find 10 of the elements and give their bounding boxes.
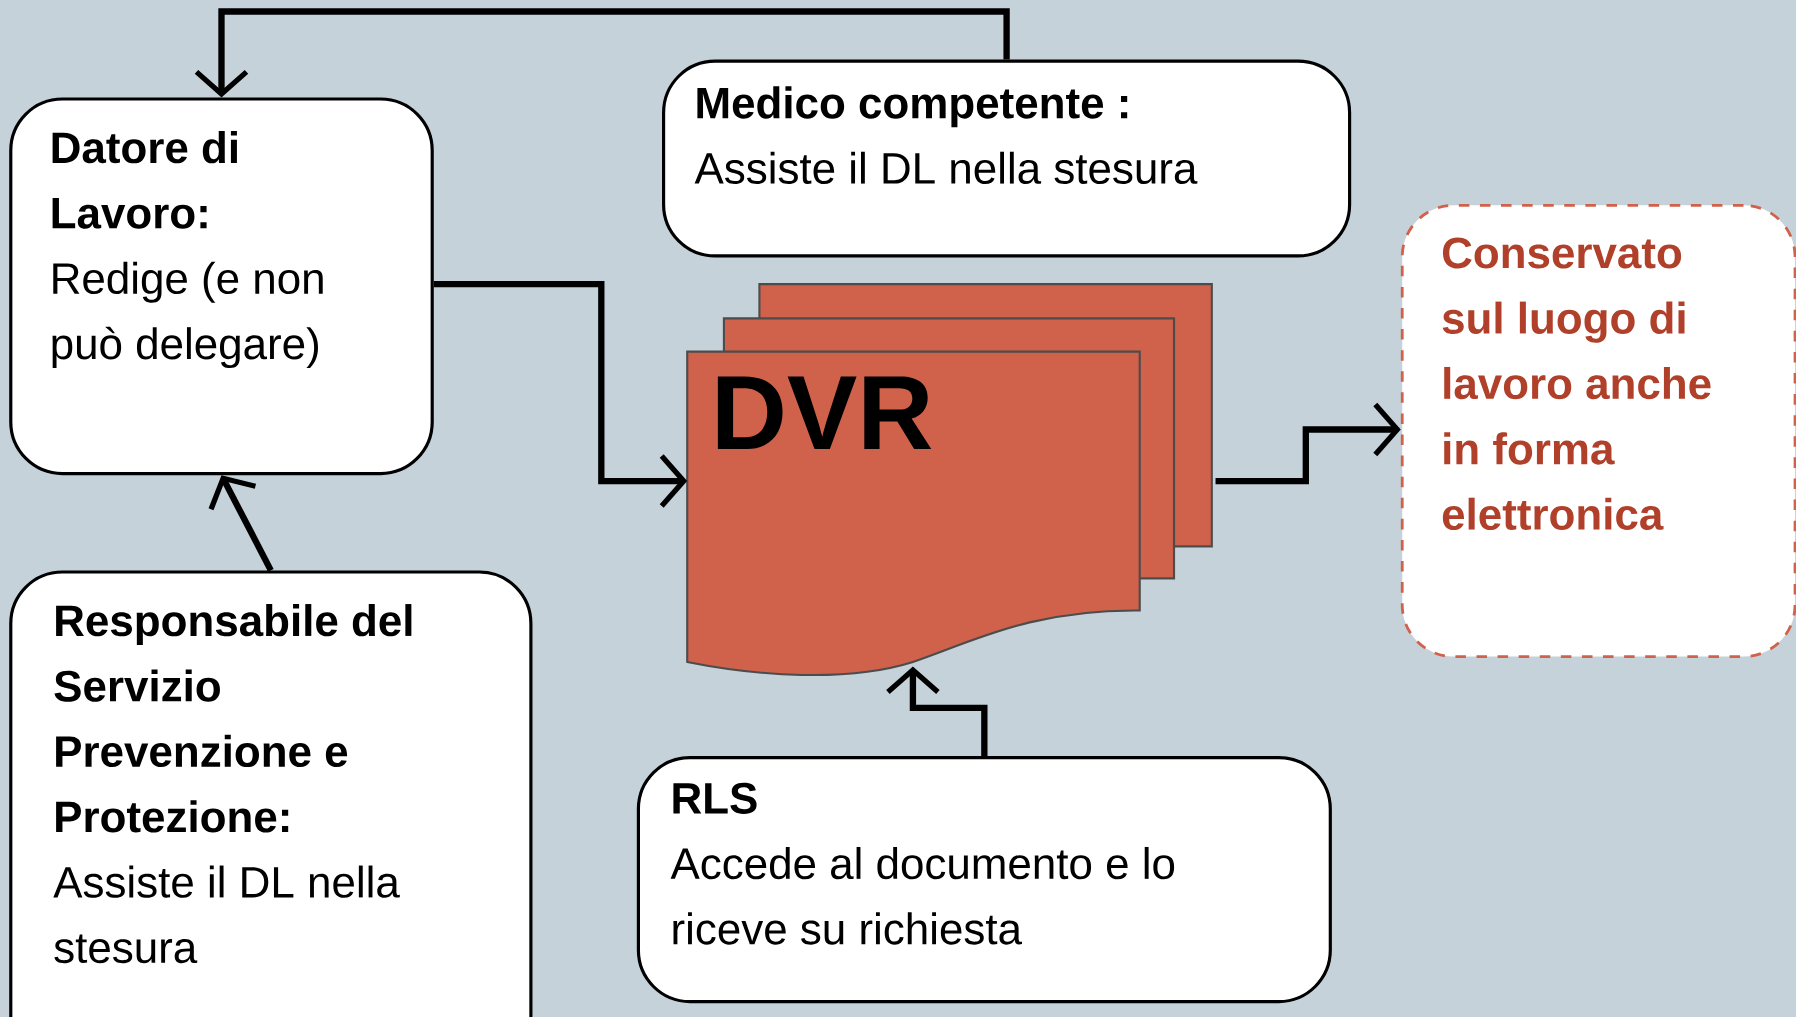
arrow <box>208 475 274 572</box>
document-stack: DVR <box>686 283 1213 677</box>
arrow <box>433 280 688 508</box>
rounded-box: Responsabile del Servizio Prevenzione e Protezione: Assiste il DL nella stesura <box>9 570 533 1017</box>
arrow <box>1215 402 1401 485</box>
dashed-box: Conservato sul luogo di lavoro anche in forma elettronica <box>1400 203 1796 658</box>
rounded-box: RLS Accede al documento e lo riceve su richiesta <box>636 756 1332 1004</box>
arrow <box>194 8 1010 98</box>
rounded-box: Medico competente : Assiste il DL nella stesura <box>662 59 1352 258</box>
rounded-box: Datore di Lavoro: Redige (e non può delegare) <box>9 97 434 476</box>
